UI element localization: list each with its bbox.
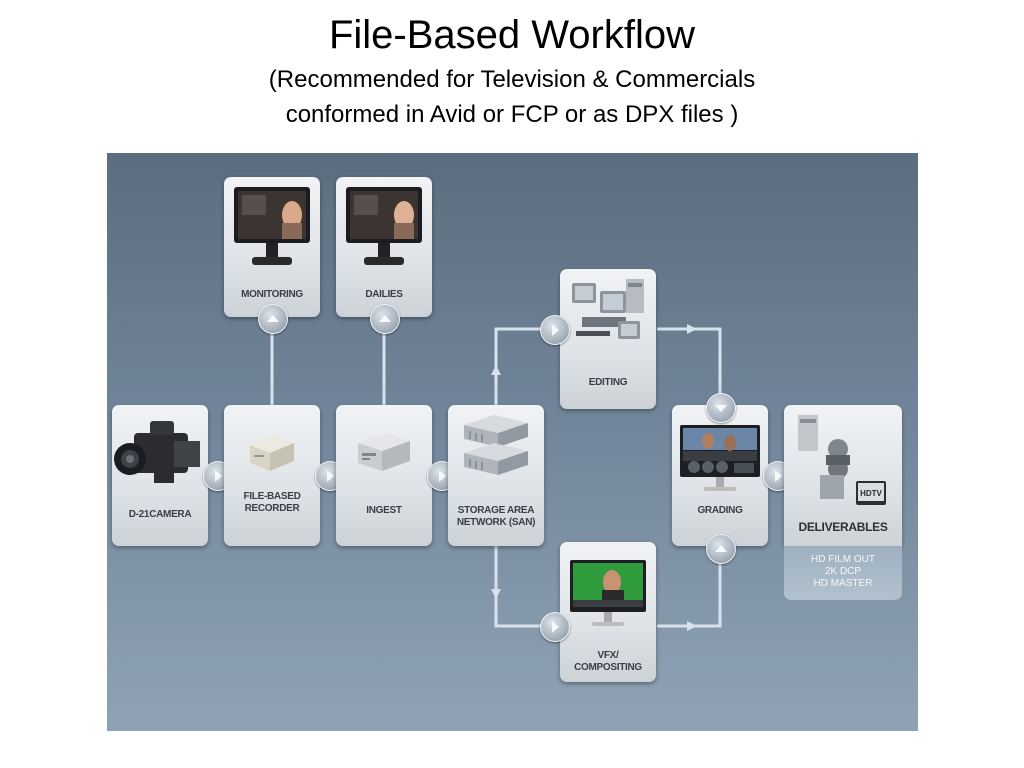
grading-top-input-button[interactable] — [706, 393, 736, 423]
deliverables-label: DELIVERABLES — [798, 520, 888, 534]
workflow-diagram: MONITORING DAILIES EDITING — [107, 153, 918, 731]
recorder-node: FILE-BASED RECORDER — [224, 405, 320, 546]
ingest-deck-icon — [358, 433, 410, 471]
chevron-up-icon — [715, 545, 727, 552]
chevron-right-icon — [215, 470, 222, 482]
dailies-label: DAILIES — [365, 289, 403, 300]
chevron-right-icon — [552, 324, 559, 336]
camera-node: D-21CAMERA — [112, 405, 208, 546]
grading-bottom-input-button[interactable] — [706, 534, 736, 564]
chevron-up-icon — [267, 315, 279, 322]
deliverables-node: HDTV DELIVERABLES — [784, 405, 902, 546]
ingest-node: INGEST — [336, 405, 432, 546]
hdtv-badge: HDTV — [860, 489, 882, 498]
san-label-line-1: STORAGE AREA — [457, 505, 535, 516]
grading-monitor-icon — [680, 425, 760, 491]
monitoring-up-button[interactable] — [258, 304, 288, 334]
ingest-label: INGEST — [366, 505, 402, 516]
editing-station-icon — [572, 279, 644, 339]
grading-label: GRADING — [697, 505, 743, 516]
camera-label: D-21CAMERA — [128, 509, 192, 520]
connector-lines — [270, 324, 722, 631]
camera-icon — [114, 421, 200, 483]
grading-node: GRADING — [672, 405, 768, 546]
chevron-up-icon — [379, 315, 391, 322]
vfx-monitor-icon — [570, 560, 646, 626]
dailies-node: DAILIES — [336, 177, 432, 317]
recorder-label-line-2: RECORDER — [244, 503, 300, 514]
vfx-label-line-2: COMPOSITING — [574, 662, 642, 673]
san-node: STORAGE AREA NETWORK (SAN) — [448, 405, 544, 546]
dailies-up-button[interactable] — [370, 304, 400, 334]
san-label-line-2: NETWORK (SAN) — [456, 517, 536, 528]
editing-input-button[interactable] — [540, 315, 570, 345]
editing-label: EDITING — [588, 377, 628, 388]
chevron-right-icon — [775, 470, 782, 482]
deliverables-list-panel: HD FILM OUT 2K DCP HD MASTER — [784, 546, 902, 600]
vfx-label-line-1: VFX/ — [597, 650, 619, 661]
page-subtitle-line-1: (Recommended for Television & Commercial… — [268, 66, 756, 93]
recorder-icon — [250, 435, 294, 471]
deliverable-item: HD MASTER — [813, 578, 873, 589]
chevron-right-icon — [439, 470, 446, 482]
vfx-node: VFX/ COMPOSITING — [560, 542, 656, 682]
editing-node: EDITING — [560, 269, 656, 409]
page-subtitle-line-2: conformed in Avid or FCP or as DPX files… — [285, 101, 739, 128]
deliverable-item: 2K DCP — [824, 566, 862, 577]
storage-rack-icon — [464, 415, 528, 475]
monitor-icon — [234, 187, 310, 265]
chevron-down-icon — [715, 405, 727, 412]
deliverable-item: HD FILM OUT — [811, 554, 875, 565]
monitor-icon — [346, 187, 422, 265]
monitoring-node: MONITORING — [224, 177, 320, 317]
page-title: File-Based Workflow — [328, 13, 696, 57]
monitoring-label: MONITORING — [241, 289, 303, 300]
chevron-right-icon — [552, 621, 559, 633]
deliverables-equipment-icon: HDTV — [798, 415, 886, 505]
recorder-label-line-1: FILE-BASED — [243, 491, 301, 502]
chevron-right-icon — [327, 470, 334, 482]
vfx-input-button[interactable] — [540, 612, 570, 642]
